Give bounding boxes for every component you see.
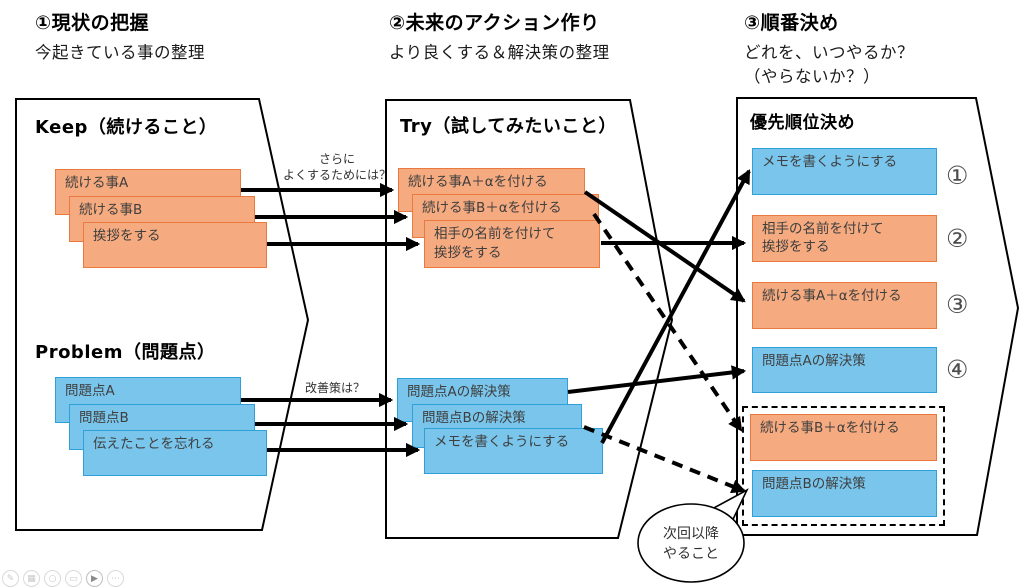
rank-2-badge: ② bbox=[946, 224, 969, 253]
bubble-label: 次回以降 やること bbox=[653, 524, 729, 564]
try-panel-title: Try（試してみたいこと） bbox=[400, 116, 617, 137]
priority-card-2-line1: 相手の名前を付けて bbox=[762, 221, 884, 237]
step2-header: ②未来のアクション作り より良くする＆解決策の整理 bbox=[389, 8, 610, 63]
problem-panel-title: Problem（問題点） bbox=[35, 342, 216, 363]
priority-card-2-line2: 挨拶をする bbox=[762, 239, 830, 255]
step2-subtitle: より良くする＆解決策の整理 bbox=[389, 43, 610, 62]
keep-prompt-line2: よくするためには？ bbox=[282, 168, 391, 182]
footer-share-icons: ✎ ▦ ○ ▭ ▶ ⋯ bbox=[2, 570, 124, 587]
rank-3-badge: ③ bbox=[946, 290, 969, 319]
priority-card-1: メモを書くようにする bbox=[752, 148, 937, 195]
arrow-try-bplus-to-deferred bbox=[592, 212, 743, 432]
problem-card-forget: 伝えたことを忘れる bbox=[83, 430, 267, 476]
edit-icon[interactable]: ✎ bbox=[2, 570, 19, 587]
priority-panel-title: 優先順位決め bbox=[750, 113, 855, 133]
keep-prompt-label: さらに よくするためには？ bbox=[276, 151, 398, 183]
more-icon[interactable]: ⋯ bbox=[107, 570, 124, 587]
bubble-line1: 次回以降 bbox=[663, 526, 719, 542]
arrow-try-memo-to-rank1 bbox=[600, 169, 751, 444]
step3-subtitle2: （やらないか？） bbox=[744, 67, 880, 86]
try-card-name-greeting: 相手の名前を付けて挨拶をする bbox=[424, 220, 600, 268]
arrow-try-solutionb-to-deferred bbox=[583, 425, 747, 494]
arrow-try-aplus-to-rank3 bbox=[583, 190, 746, 303]
deferred-card-solution-b: 問題点Bの解決策 bbox=[752, 470, 937, 517]
step3-title: ③順番決め bbox=[744, 12, 839, 34]
image-icon[interactable]: ▦ bbox=[23, 570, 40, 587]
step3-header: ③順番決め どれを、いつやるか？ （やらないか？） bbox=[744, 8, 914, 87]
deferred-card-b-plus: 続ける事B＋αを付ける bbox=[750, 414, 937, 461]
rank-4-badge: ④ bbox=[946, 355, 969, 384]
video-icon[interactable]: ▶ bbox=[86, 570, 103, 587]
priority-card-3: 続ける事A＋αを付ける bbox=[752, 282, 937, 329]
keep-card-greeting: 挨拶をする bbox=[83, 222, 267, 268]
step1-title: ①現状の把握 bbox=[35, 12, 150, 34]
try-card-name-greeting-line1: 相手の名前を付けて bbox=[434, 226, 556, 242]
priority-card-4: 問題点Aの解決策 bbox=[752, 347, 937, 393]
rank-1-badge: ① bbox=[946, 161, 969, 190]
problem-prompt-label: 改善策は？ bbox=[304, 381, 365, 395]
search-icon[interactable]: ○ bbox=[44, 570, 61, 587]
keep-prompt-line1: さらに bbox=[318, 152, 355, 166]
arrow-try-solutiona-to-rank4 bbox=[567, 365, 747, 394]
priority-card-2: 相手の名前を付けて挨拶をする bbox=[752, 215, 937, 262]
step1-subtitle: 今起きている事の整理 bbox=[35, 43, 205, 62]
window-icon[interactable]: ▭ bbox=[65, 570, 82, 587]
bubble-line2: やること bbox=[663, 546, 719, 562]
try-card-name-greeting-line2: 挨拶をする bbox=[434, 245, 502, 261]
step3-subtitle: どれを、いつやるか？ bbox=[744, 43, 914, 62]
step2-title: ②未来のアクション作り bbox=[389, 12, 600, 34]
step1-header: ①現状の把握 今起きている事の整理 bbox=[35, 8, 205, 63]
keep-panel-title: Keep（続けること） bbox=[35, 117, 218, 138]
try-card-memo: メモを書くようにする bbox=[424, 428, 603, 474]
